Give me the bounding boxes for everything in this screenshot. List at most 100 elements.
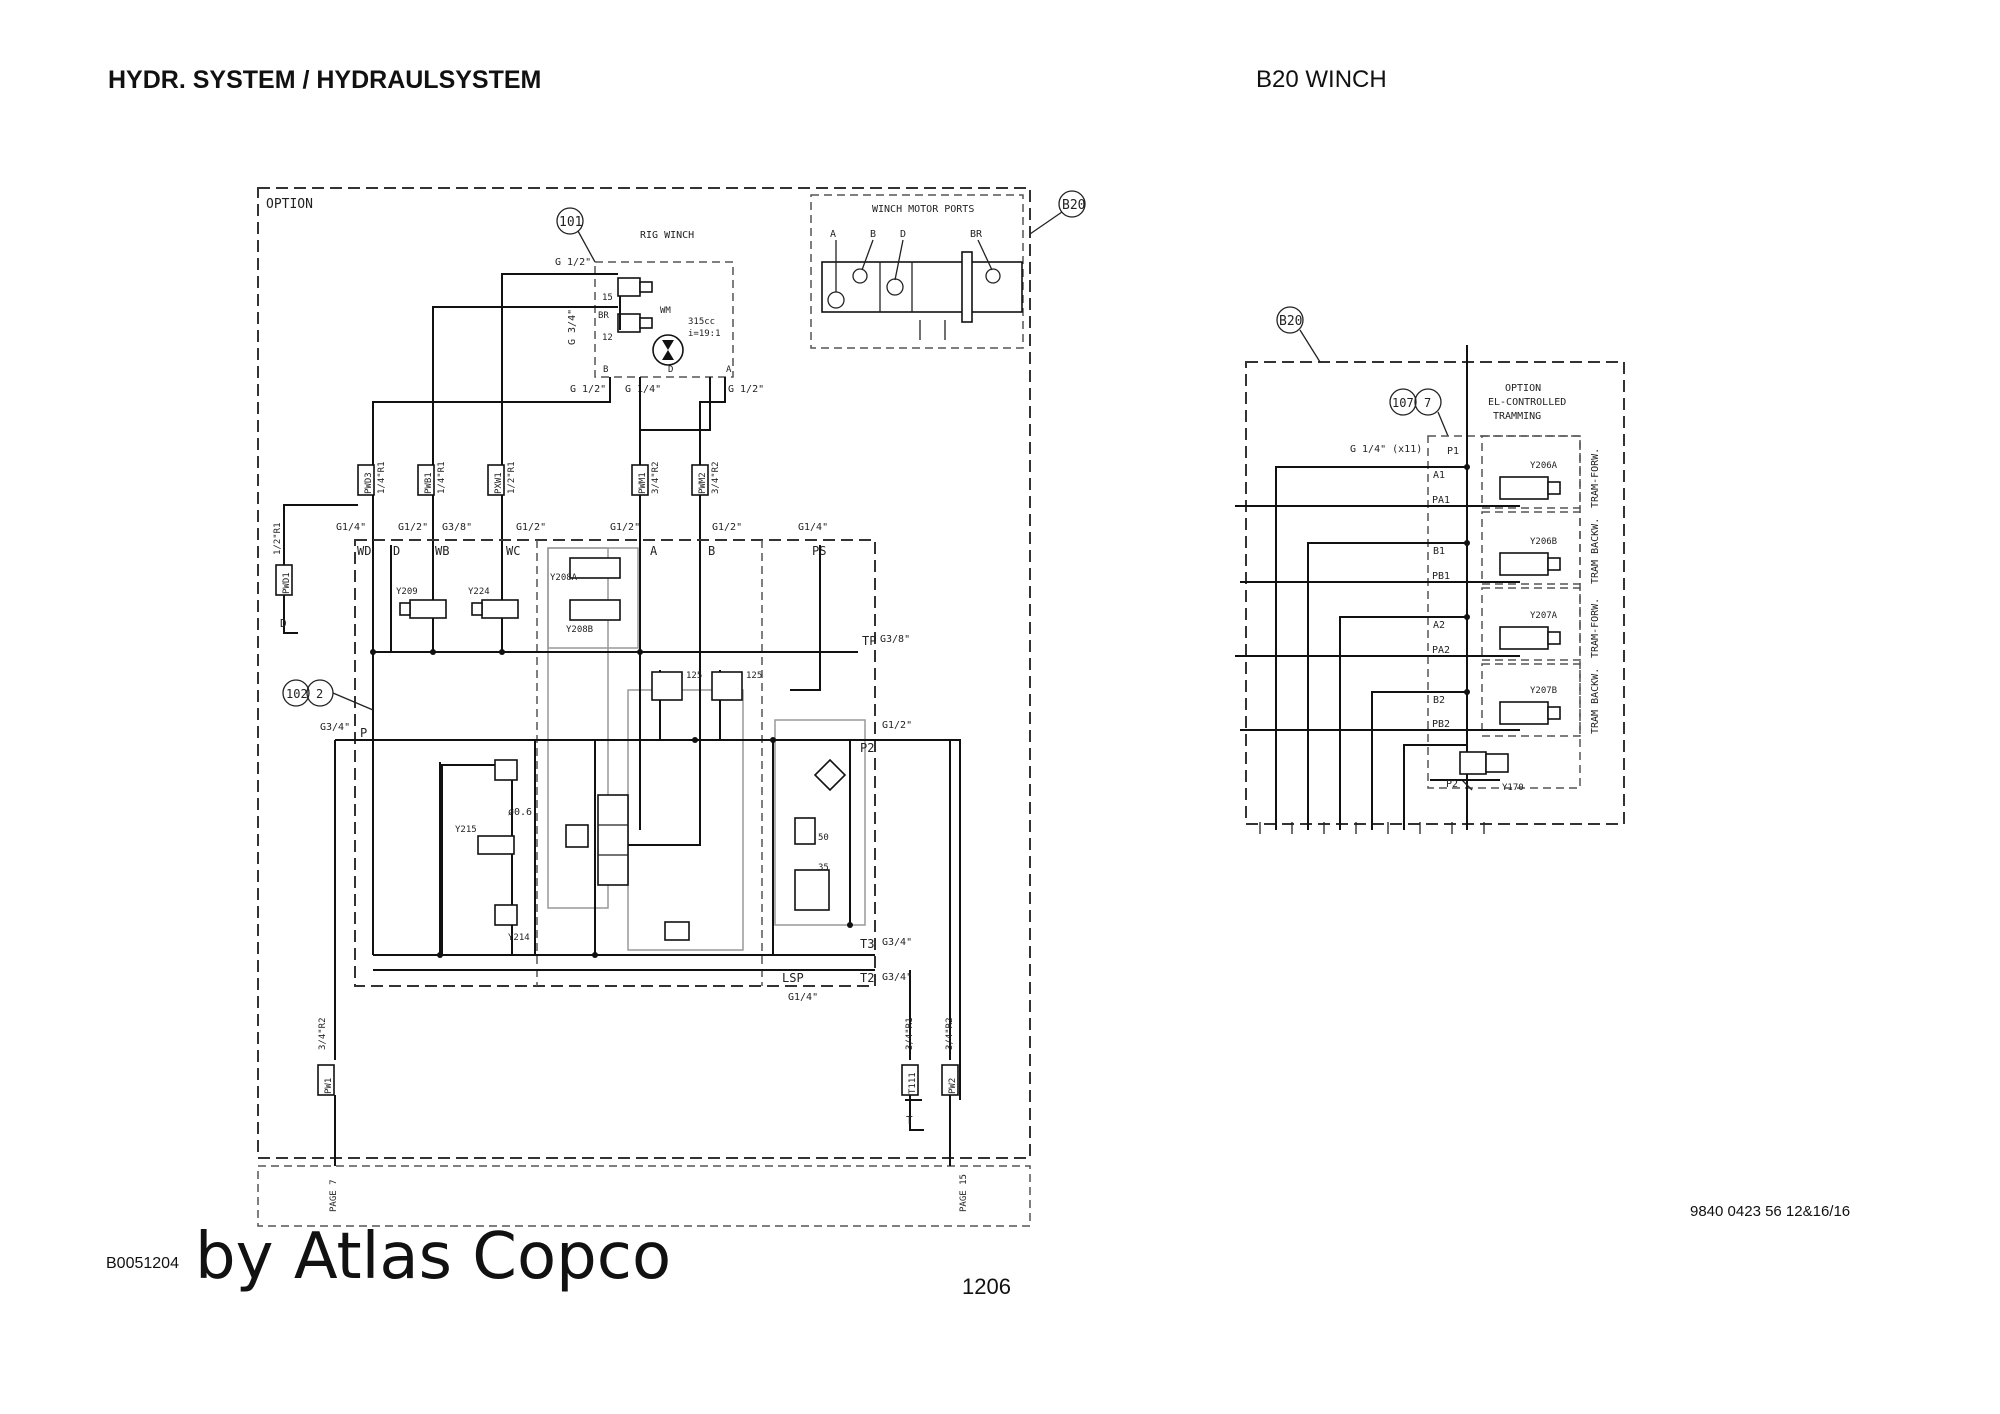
hose-code-pwb1: PWB1 (424, 472, 434, 494)
component-y207b: Y207B (1530, 686, 1557, 696)
filter-symbol (813, 758, 847, 792)
thread-t2: G3/4" (882, 972, 912, 983)
port-p2: P2 (860, 741, 874, 755)
section-title: B20 WINCH (1256, 66, 1387, 93)
valve-y206b (1499, 552, 1549, 576)
end-label-t: T (906, 1114, 913, 1127)
motor-spec-1: 315cc (688, 317, 715, 327)
valve-y224 (481, 599, 519, 619)
function-tram-forw-1: TRAM-FORW. (1590, 448, 1601, 508)
winch-thread-1: G 1/2" (555, 257, 591, 268)
setting-orifice: ø0.6 (508, 807, 532, 818)
hose-code-t111: T111 (908, 1072, 918, 1094)
valve-y207a (1499, 626, 1549, 650)
component-y170: Y170 (1502, 783, 1524, 793)
frame-tag: B20 (1062, 198, 1085, 213)
setting-125-b: 125 (746, 671, 762, 681)
valve-label-br: BR (598, 311, 609, 321)
port-wc: WC (506, 544, 520, 558)
right-tag-circle (1276, 306, 1304, 334)
hose-size-pwb1: 1/4"R1 (437, 461, 447, 494)
winch-ports-title: WINCH MOTOR PORTS (872, 204, 974, 215)
thread-d: G1/2" (398, 522, 428, 533)
right-frame-tag: B20 (1279, 314, 1302, 329)
component-y215: Y215 (455, 825, 477, 835)
thread-b: G1/2" (712, 522, 742, 533)
block-callout-2: 2 (316, 687, 323, 701)
port-pb2: PB2 (1432, 719, 1450, 730)
motor-label: WM (660, 306, 671, 316)
valve-label-15: 15 (602, 293, 613, 303)
valve-y208b (569, 599, 621, 621)
port-p1: P1 (1447, 446, 1459, 457)
port-b1: B1 (1433, 546, 1445, 557)
component-y206a: Y206A (1530, 461, 1558, 471)
hose-tag-pwm1 (631, 464, 649, 496)
port-t2: T2 (860, 971, 874, 985)
control-block-frame (354, 539, 876, 987)
component-y214: Y214 (508, 933, 530, 943)
winch-callout: 101 (559, 215, 582, 230)
hose-size-pwm2: 3/4"R2 (711, 461, 721, 494)
pilot-circuit (441, 764, 513, 956)
port-b2: B2 (1433, 695, 1445, 706)
function-tram-forw-2: TRAM-FORW. (1590, 598, 1601, 658)
rig-winch-title: RIG WINCH (640, 230, 694, 241)
port-p: P (360, 726, 367, 740)
component-y209: Y209 (396, 587, 418, 597)
hose-code-pw2: PW2 (948, 1078, 958, 1094)
page-ref-frame (257, 1165, 1031, 1227)
hose-size-pwd3: 1/4"R1 (377, 461, 387, 494)
end-label-d: D (280, 617, 287, 630)
page-ref-15: PAGE 15 (959, 1174, 969, 1212)
hose-code-pxw1: PXW1 (494, 472, 504, 494)
valve-y209 (409, 599, 447, 619)
thread-wc: G1/2" (516, 522, 546, 533)
frame-tag-circle (1058, 190, 1086, 218)
thread-a: G1/2" (610, 522, 640, 533)
port-label-b: B (870, 229, 876, 240)
port-pb1: PB1 (1432, 571, 1450, 582)
hose-tag-pwb1 (417, 464, 435, 496)
right-diagram: B20 107 7 OPTION EL-CONTROLLED TRAMMING … (1235, 306, 1625, 834)
option-frame (257, 187, 1031, 1159)
port-b: B (708, 544, 715, 558)
hose-tag-pwm2 (691, 464, 709, 496)
block-callout-102: 102 (286, 687, 308, 701)
component-y207a: Y207A (1530, 611, 1558, 621)
right-thread: G 1/4" (x11) (1350, 444, 1422, 455)
port-wb: WB (435, 544, 449, 558)
hose-code-pwm1: PWM1 (638, 472, 648, 494)
winch-thread-2: G 3/4" (567, 309, 578, 345)
port-a2: A2 (1433, 620, 1445, 631)
valve-y208a (569, 557, 621, 579)
port-pa2: PA2 (1432, 645, 1450, 656)
port-label-a: A (830, 229, 836, 240)
image-code: B0051204 (106, 1255, 179, 1272)
option-label: OPTION (266, 197, 313, 212)
thread-tp: G3/8" (880, 634, 910, 645)
winch-thread-3: G 1/2" (570, 384, 606, 395)
winch-thread-5: G 1/2" (728, 384, 764, 395)
right-callout-107: 107 (1392, 396, 1414, 410)
function-tram-backw-1: TRAM BACKW. (1590, 518, 1601, 584)
valve-y206a (1499, 476, 1549, 500)
right-callout-7: 7 (1424, 396, 1431, 410)
relief-valve-1 (651, 671, 683, 701)
valve-y215 (477, 835, 515, 855)
setting-50: 50 (818, 833, 829, 843)
thread-t3: G3/4" (882, 937, 912, 948)
hose-code-pw1: PW1 (324, 1078, 334, 1094)
component-y224: Y224 (468, 587, 490, 597)
component-y206b: Y206B (1530, 537, 1557, 547)
port-a1: A1 (1433, 470, 1445, 481)
valve-y214 (494, 904, 518, 926)
port-lsp: LSP (782, 971, 804, 985)
hose-tag-pw1 (317, 1064, 335, 1096)
valve-y207b (1499, 701, 1549, 725)
motor-spec-2: i=19:1 (688, 329, 721, 339)
hose-code-pwd3: PWD3 (364, 472, 374, 494)
winch-ports-box (810, 194, 1024, 349)
port-label-br: BR (970, 229, 983, 240)
